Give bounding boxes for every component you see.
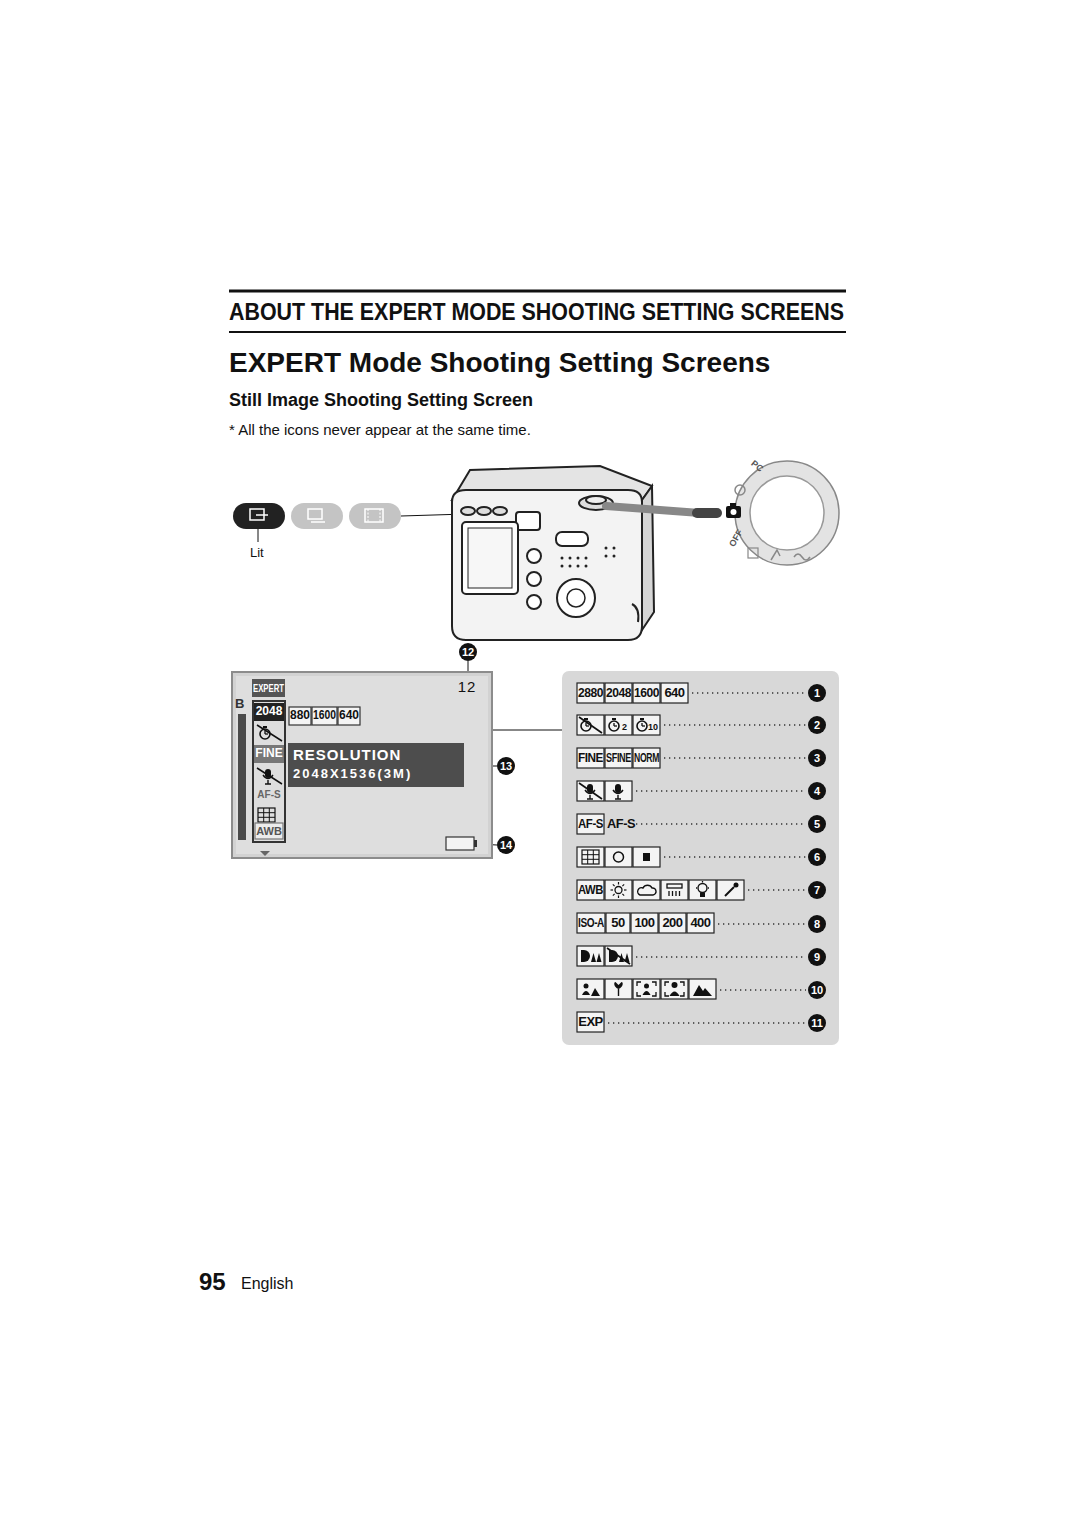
setting-text: 12 (458, 678, 477, 695)
callout-number: 8 (808, 915, 826, 933)
setting-text: RESOLUTION (293, 746, 401, 763)
setting-text: 2048 (256, 705, 283, 719)
camera-drawing (452, 466, 654, 640)
setting-text: AWB (256, 825, 282, 838)
setting-text: EXP (578, 1015, 603, 1030)
callout-number: 10 (808, 981, 826, 999)
section-header: ABOUT THE EXPERT MODE SHOOTING SETTING S… (229, 298, 844, 326)
settings-column: 2048FINE AF-S AWB (252, 700, 286, 843)
callout-number: 3 (808, 749, 826, 767)
icon-panel: 288020481600640210FINESFINENORMAF-SAF-SA… (562, 671, 839, 1045)
setting-text: NORM (634, 751, 659, 766)
icon-box (577, 814, 604, 834)
callout-number: 13 (497, 757, 515, 775)
node-icons (257, 725, 282, 822)
icon-box (338, 707, 360, 725)
icon-box (661, 683, 688, 703)
setting-text: 200 (662, 916, 682, 931)
callout-number: 6 (808, 848, 826, 866)
icon-box (312, 707, 337, 725)
lcd-screen: 2048FINE AF-S AWB RESOLUTION 2048X1536(3M) EX… (231, 671, 493, 859)
mode-dial (606, 461, 839, 565)
node-icons (236, 676, 488, 856)
setting-text: AWB (578, 883, 603, 898)
callout-number: 1 (808, 684, 826, 702)
page-title: EXPERT Mode Shooting Setting Screens (229, 347, 770, 379)
setting-text: ISO-A (578, 916, 604, 931)
icon-box (577, 748, 604, 768)
callout-number: 2 (808, 716, 826, 734)
setting-text: 10 (648, 722, 658, 732)
icon-box (577, 683, 604, 703)
icon-box (254, 745, 284, 763)
icon-box (577, 1012, 604, 1032)
setting-text: 100 (634, 916, 654, 931)
callout-number: 9 (808, 948, 826, 966)
indicator-label: Lit (250, 546, 264, 561)
setting-text: 2048X1536(3M) (293, 767, 412, 782)
setting-text: 880 (290, 709, 310, 723)
setting-text: 1600 (313, 709, 336, 723)
setting-text: AF-S (578, 817, 603, 832)
node-art (252, 700, 286, 843)
language-label: English (241, 1275, 293, 1293)
subheading: Still Image Shooting Setting Screen (229, 390, 533, 411)
callout-number: 14 (497, 836, 515, 854)
icon-box (605, 748, 632, 768)
icon-box (687, 913, 714, 933)
icon-box (633, 683, 660, 703)
icon-box (605, 683, 632, 703)
setting-text: 640 (664, 686, 684, 701)
setting-text: 2 (622, 722, 627, 732)
setting-text: 2880 (578, 686, 603, 701)
callout-number: 12 (459, 643, 477, 661)
icon-box (633, 748, 660, 768)
callout-number: 11 (808, 1014, 826, 1032)
icon-box (255, 823, 283, 839)
icon-box (289, 707, 311, 725)
setting-text: FINE (255, 747, 282, 761)
setting-text: AF-S (607, 817, 635, 832)
setting-text: 2048 (606, 686, 631, 701)
setting-text: SFINE (606, 751, 631, 766)
note: * All the icons never appear at the same… (229, 421, 531, 438)
setting-text: 1600 (634, 686, 659, 701)
page-number: 95 (199, 1268, 226, 1296)
node-icons (577, 693, 806, 1023)
callout-number: 5 (808, 815, 826, 833)
setting-text: EXPERT (253, 682, 284, 695)
header-rules (229, 291, 846, 332)
icon-box (252, 679, 285, 697)
callout-number: 4 (808, 782, 826, 800)
node-art (562, 671, 839, 1045)
mode-buttons (233, 503, 466, 542)
setting-text: FINE (578, 751, 603, 766)
info-box: RESOLUTION 2048X1536(3M) (288, 743, 464, 787)
setting-text: AF-S (257, 789, 280, 801)
icon-box (631, 913, 658, 933)
icon-box (254, 703, 284, 721)
setting-text: 640 (339, 709, 359, 723)
icon-box (659, 913, 686, 933)
icon-box (577, 880, 604, 900)
setting-text: 50 (611, 916, 624, 931)
setting-text: 400 (690, 916, 710, 931)
icon-box (577, 913, 605, 933)
icon-box (606, 913, 630, 933)
callout-number: 7 (808, 881, 826, 899)
screen-mark: B (235, 697, 244, 712)
